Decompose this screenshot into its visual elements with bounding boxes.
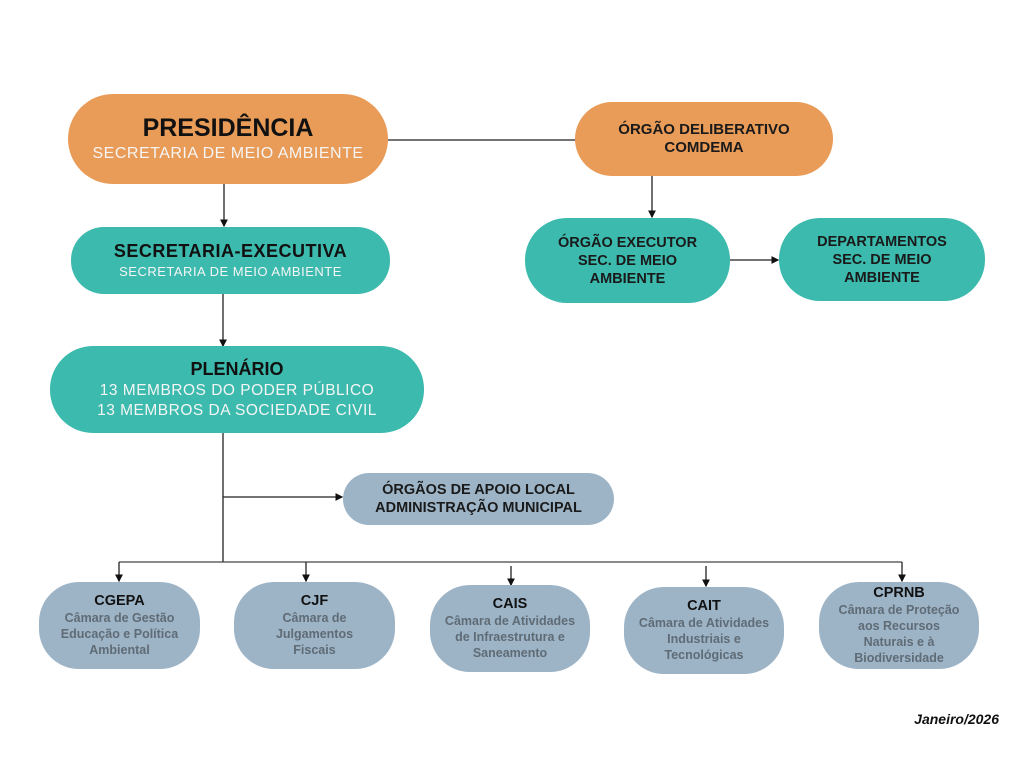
node-orgao-deliberativo[interactable]: ÓRGÃO DELIBERATIVO COMDEMA (575, 102, 833, 176)
camara-desc-line: Ambiental (89, 643, 150, 657)
node-camara-cjf[interactable]: CJF Câmara de Julgamentos Fiscais (234, 582, 395, 669)
deliberativo-line1: ÓRGÃO DELIBERATIVO (618, 121, 790, 138)
presidencia-title: PRESIDÊNCIA (142, 114, 314, 142)
camara-desc-line: Câmara de Atividades (444, 614, 576, 628)
camara-acronym: CAIS (492, 596, 528, 612)
departamentos-line3: AMBIENTE (844, 269, 920, 286)
camara-desc-line: Educação e Política (60, 627, 179, 641)
camara-acronym: CAIT (687, 598, 721, 614)
node-camara-cais[interactable]: CAIS Câmara de Atividades de Infraestrut… (430, 585, 590, 672)
camara-desc-line: Câmara de Atividades (638, 616, 770, 630)
footer-date: Janeiro/2026 (914, 711, 999, 727)
camara-desc-line: Saneamento (472, 646, 548, 660)
apoio-line2: ADMINISTRAÇÃO MUNICIPAL (375, 500, 582, 516)
executor-line3: AMBIENTE (589, 270, 666, 287)
camara-acronym: CPRNB (873, 585, 925, 601)
deliberativo-line2: COMDEMA (664, 139, 744, 156)
camara-desc-line: Tecnológicas (664, 648, 744, 662)
camara-desc-line: Fiscais (293, 643, 336, 657)
camara-desc-line: Naturais e à (863, 635, 935, 649)
executor-line2: SEC. DE MEIO (577, 252, 678, 269)
node-camara-cait[interactable]: CAIT Câmara de Atividades Industriais e … (624, 587, 784, 674)
node-orgao-executor[interactable]: ÓRGÃO EXECUTOR SEC. DE MEIO AMBIENTE (525, 218, 730, 303)
camara-desc-line: aos Recursos (858, 619, 940, 633)
presidencia-subtitle: SECRETARIA DE MEIO AMBIENTE (92, 145, 364, 162)
camara-desc-line: Biodiversidade (854, 651, 944, 665)
node-camara-cprnb[interactable]: CPRNB Câmara de Proteção aos Recursos Na… (819, 582, 979, 669)
camara-desc-line: Industriais e (667, 632, 741, 646)
camara-acronym: CJF (300, 593, 329, 609)
departamentos-line1: DEPARTAMENTOS (817, 233, 947, 250)
plenario-line2: 13 MEMBROS DA SOCIEDADE CIVIL (97, 402, 377, 419)
plenario-title: PLENÁRIO (190, 359, 284, 379)
secexec-subtitle: SECRETARIA DE MEIO AMBIENTE (119, 264, 342, 279)
camara-desc-line: Câmara de Proteção (838, 603, 960, 617)
plenario-line1: 13 MEMBROS DO PODER PÚBLICO (99, 382, 375, 399)
camara-desc-line: Julgamentos (275, 627, 354, 641)
node-presidencia[interactable]: PRESIDÊNCIA SECRETARIA DE MEIO AMBIENTE (68, 94, 388, 184)
apoio-line1: ÓRGÃOS DE APOIO LOCAL (382, 482, 575, 498)
camara-desc-line: de Infraestrutura e (455, 630, 565, 644)
camara-acronym: CGEPA (94, 593, 145, 609)
node-plenario[interactable]: PLENÁRIO 13 MEMBROS DO PODER PÚBLICO 13 … (50, 346, 424, 433)
node-secretaria-executiva[interactable]: SECRETARIA-EXECUTIVA SECRETARIA DE MEIO … (71, 227, 390, 294)
node-orgaos-apoio-local[interactable]: ÓRGÃOS DE APOIO LOCAL ADMINISTRAÇÃO MUNI… (343, 473, 614, 525)
secexec-title: SECRETARIA-EXECUTIVA (113, 241, 348, 261)
executor-line1: ÓRGÃO EXECUTOR (557, 234, 698, 251)
node-departamentos[interactable]: DEPARTAMENTOS SEC. DE MEIO AMBIENTE (779, 218, 985, 301)
camara-desc-line: Câmara de (282, 611, 347, 625)
node-camara-cgepa[interactable]: CGEPA Câmara de Gestão Educação e Políti… (39, 582, 200, 669)
camara-desc-line: Câmara de Gestão (64, 611, 175, 625)
departamentos-line2: SEC. DE MEIO (832, 251, 932, 268)
